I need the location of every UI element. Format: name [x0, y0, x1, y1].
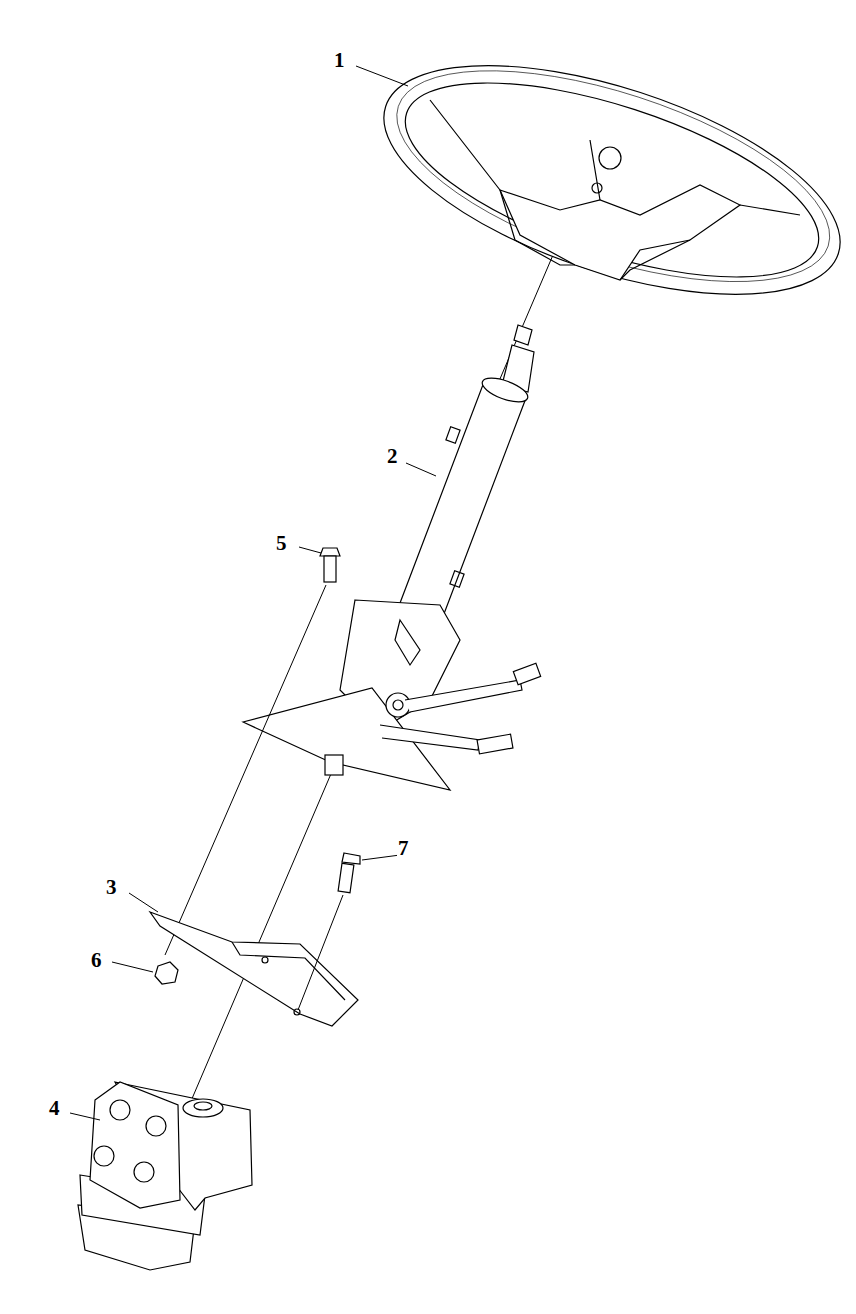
callout-number: 2	[386, 446, 399, 467]
callout-number: 7	[397, 838, 410, 859]
callout-number: 3	[105, 877, 118, 898]
callout-number: 5	[275, 533, 288, 554]
callout-number: 6	[90, 950, 103, 971]
callout-number: 4	[48, 1098, 61, 1119]
callout-number: 1	[333, 50, 346, 71]
